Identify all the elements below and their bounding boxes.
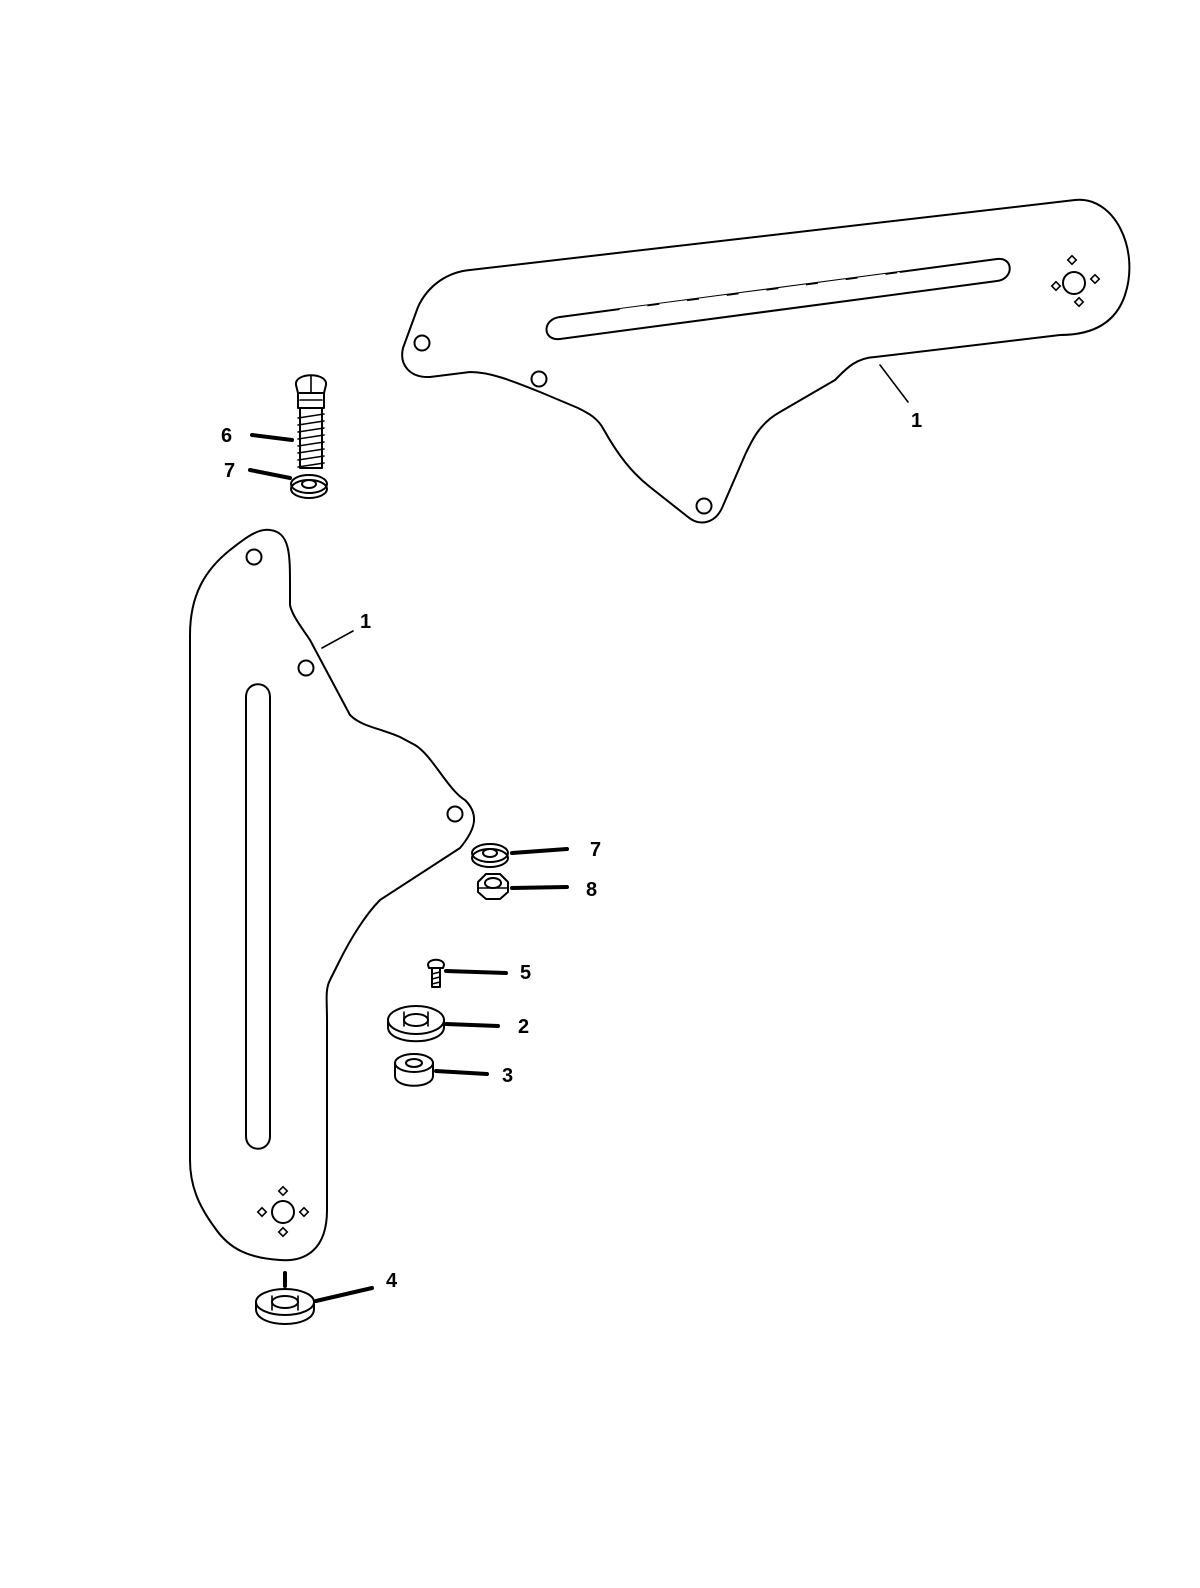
screw: 5	[427, 958, 531, 988]
bolt-threads	[297, 413, 325, 468]
callout-washer-right: 7	[590, 839, 601, 861]
bolt-head	[295, 374, 327, 394]
callout-screw: 5	[520, 962, 531, 984]
spacer-side	[394, 1062, 434, 1087]
lower-plate-slot	[245, 683, 271, 1150]
flange-nut-side	[255, 1301, 315, 1325]
washer-right: 7	[471, 839, 601, 868]
nut-hole	[484, 877, 502, 889]
upper-plate: 1	[401, 198, 1131, 524]
spacer-top	[394, 1053, 434, 1073]
spacer-hole	[405, 1058, 423, 1068]
flange-bushing-hole	[403, 1013, 429, 1027]
upper-plate-slot	[545, 257, 1011, 341]
washer-upper: 7	[224, 460, 328, 499]
washer-upper-top	[290, 474, 328, 494]
upper-plate-pivot-hole	[1062, 271, 1086, 295]
callout-spacer: 3	[502, 1065, 513, 1087]
callout-flange-bushing: 2	[518, 1016, 529, 1038]
washer-upper-leader	[248, 468, 292, 480]
bolt-neck	[297, 392, 325, 409]
nut-body	[477, 873, 509, 900]
callout-washer-upper: 7	[224, 460, 235, 482]
bolt: 6	[221, 374, 327, 469]
washer-upper-hole	[301, 479, 317, 489]
upper-plate-pivot-dot	[1073, 296, 1085, 308]
lower-plate-hole	[297, 659, 315, 677]
lower-plate-hole	[245, 548, 263, 566]
flange-nut-hole	[271, 1295, 299, 1309]
upper-plate-pivot-dot	[1089, 273, 1101, 285]
flange-nut: 4	[255, 1270, 398, 1325]
lower-plate-hole	[446, 805, 464, 823]
callout-bolt: 6	[221, 425, 232, 447]
callout-nut: 8	[586, 879, 597, 901]
lower-plate-pivot-dot	[277, 1185, 289, 1197]
callout-lower-plate: 1	[360, 611, 371, 633]
upper-plate-outline	[401, 198, 1131, 524]
lower-plate-pivot-dot	[298, 1206, 310, 1218]
bolt-leader	[250, 433, 294, 442]
lower-plate-leader	[321, 630, 354, 649]
upper-plate-hole	[413, 334, 431, 352]
screw-head	[427, 958, 445, 969]
callout-upper-plate: 1	[911, 410, 922, 432]
spacer-leader	[434, 1069, 489, 1076]
spacer: 3	[394, 1053, 513, 1087]
nut-leader	[510, 885, 569, 890]
callout-flange-nut: 4	[386, 1270, 398, 1292]
lower-plate-outline	[189, 528, 475, 1262]
screw-leader	[444, 969, 508, 975]
upper-plate-hole	[530, 370, 548, 388]
flange-bushing: 2	[387, 1005, 529, 1043]
flange-bushing-leader	[444, 1022, 500, 1028]
lower-plate-pivot-dot	[256, 1206, 268, 1218]
lower-plate-pivot-dot	[277, 1226, 289, 1238]
upper-plate-hole	[695, 497, 713, 515]
lower-plate: 1	[189, 528, 475, 1262]
washer-right-leader	[510, 847, 569, 855]
nut: 8	[477, 873, 597, 901]
upper-plate-slot-break	[619, 272, 901, 315]
flange-nut-leader	[314, 1286, 374, 1303]
flange-bushing-top	[387, 1005, 445, 1035]
flange-bushing-side	[387, 1019, 445, 1043]
upper-plate-leader	[879, 364, 909, 403]
lower-plate-pivot-hole	[271, 1200, 295, 1224]
washer-right-hole	[482, 848, 498, 858]
upper-plate-pivot-dot	[1066, 254, 1078, 266]
washer-right-top	[471, 843, 509, 863]
upper-plate-pivot-dot	[1050, 280, 1062, 292]
flange-nut-top	[255, 1288, 315, 1316]
